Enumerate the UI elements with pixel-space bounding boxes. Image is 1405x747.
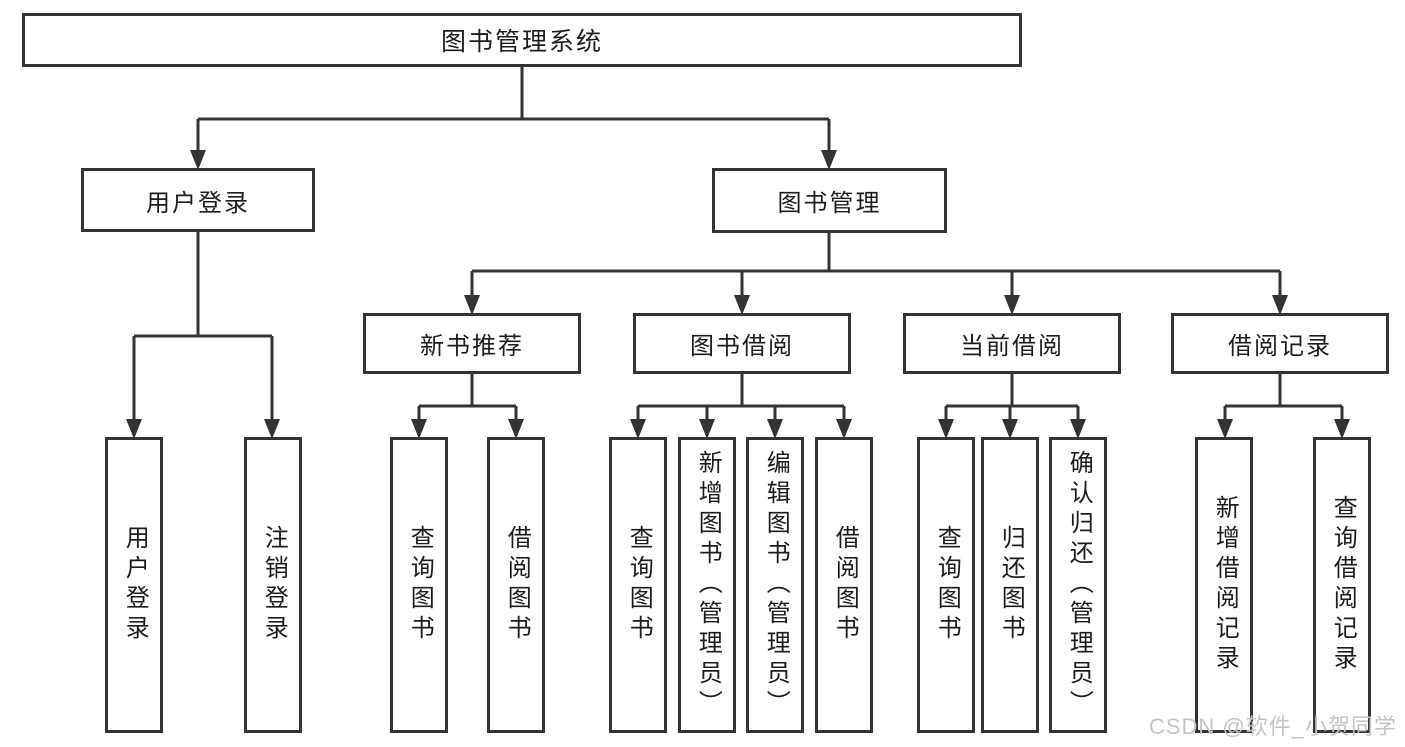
arrow-down-icon bbox=[734, 295, 750, 315]
leaf-edit-books-admin: 编辑图书（管理员） bbox=[746, 437, 804, 733]
node-current-borrowing: 当前借阅 bbox=[903, 313, 1121, 374]
arrow-down-icon bbox=[1272, 295, 1288, 315]
leaf-confirm-return-admin: 确认归还（管理员） bbox=[1049, 437, 1107, 733]
connector-newbookrec-to-leaves bbox=[411, 374, 524, 439]
leaf-query-borrow-record: 查询借阅记录 bbox=[1313, 437, 1371, 733]
arrow-down-icon bbox=[464, 295, 480, 315]
leaf-query-books-rec: 查询图书 bbox=[390, 437, 448, 733]
leaf-query-books-current: 查询图书 bbox=[917, 437, 975, 733]
leaf-query-books-borrow: 查询图书 bbox=[609, 437, 667, 733]
arrow-down-icon bbox=[630, 419, 646, 439]
node-library-management-system: 图书管理系统 bbox=[22, 13, 1022, 67]
connector-root-to-level2 bbox=[190, 67, 837, 170]
leaf-user-login: 用户登录 bbox=[105, 437, 163, 733]
connector-bookborrow-to-leaves bbox=[630, 374, 852, 439]
csdn-watermark: CSDN @软件_小贺同学 bbox=[1148, 714, 1397, 739]
connector-currentborrow-to-leaves bbox=[938, 374, 1086, 439]
connector-borrowrecords-to-leaves bbox=[1217, 374, 1350, 439]
arrow-down-icon bbox=[411, 419, 427, 439]
arrow-down-icon bbox=[1334, 419, 1350, 439]
arrow-down-icon bbox=[938, 419, 954, 439]
leaf-borrow-books-rec: 借阅图书 bbox=[487, 437, 545, 733]
arrow-down-icon bbox=[1217, 419, 1233, 439]
connector-bookmgmt-to-level3 bbox=[464, 233, 1288, 315]
connector-userlogin-to-leaves bbox=[126, 232, 280, 439]
arrow-down-icon bbox=[1004, 295, 1020, 315]
leaf-logout: 注销登录 bbox=[244, 437, 302, 733]
arrow-down-icon bbox=[1070, 419, 1086, 439]
arrow-down-icon bbox=[190, 150, 206, 170]
arrow-down-icon bbox=[699, 419, 715, 439]
arrow-down-icon bbox=[767, 419, 783, 439]
node-user-login: 用户登录 bbox=[81, 168, 315, 232]
node-borrowing-records: 借阅记录 bbox=[1171, 313, 1389, 374]
leaf-add-borrow-record: 新增借阅记录 bbox=[1195, 437, 1253, 733]
node-new-book-recommend: 新书推荐 bbox=[363, 313, 581, 374]
node-book-management: 图书管理 bbox=[712, 168, 947, 233]
arrow-down-icon bbox=[836, 419, 852, 439]
leaf-borrow-books: 借阅图书 bbox=[815, 437, 873, 733]
arrow-down-icon bbox=[508, 419, 524, 439]
arrow-down-icon bbox=[1002, 419, 1018, 439]
arrow-down-icon bbox=[126, 419, 142, 439]
leaf-return-books: 归还图书 bbox=[981, 437, 1039, 733]
node-book-borrowing: 图书借阅 bbox=[633, 313, 851, 374]
leaf-add-books-admin: 新增图书（管理员） bbox=[678, 437, 736, 733]
arrow-down-icon bbox=[264, 419, 280, 439]
arrow-down-icon bbox=[821, 150, 837, 170]
